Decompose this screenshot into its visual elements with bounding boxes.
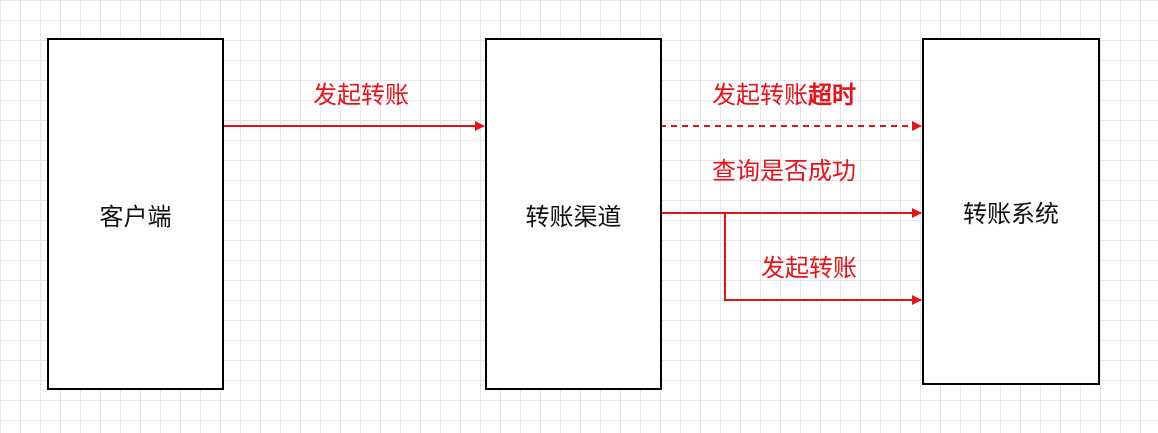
edge-label-timeout-prefix: 发起转账: [712, 81, 808, 109]
edge-label-timeout: 发起转账超时: [712, 83, 856, 107]
node-system-label: 转账系统: [963, 200, 1059, 228]
node-transfer-channel[interactable]: 转账渠道: [485, 38, 662, 390]
edge-label-client-to-channel: 发起转账: [313, 81, 409, 109]
node-client-label: 客户端: [99, 202, 172, 231]
node-channel-label: 转账渠道: [525, 202, 622, 231]
edge-label-query-success: 查询是否成功: [712, 157, 856, 185]
node-transfer-system[interactable]: 转账系统: [922, 38, 1100, 385]
edge-label-retry-transfer: 发起转账: [761, 254, 857, 282]
edge-label-timeout-emphasis: 超时: [808, 81, 856, 109]
node-client[interactable]: 客户端: [47, 38, 224, 390]
